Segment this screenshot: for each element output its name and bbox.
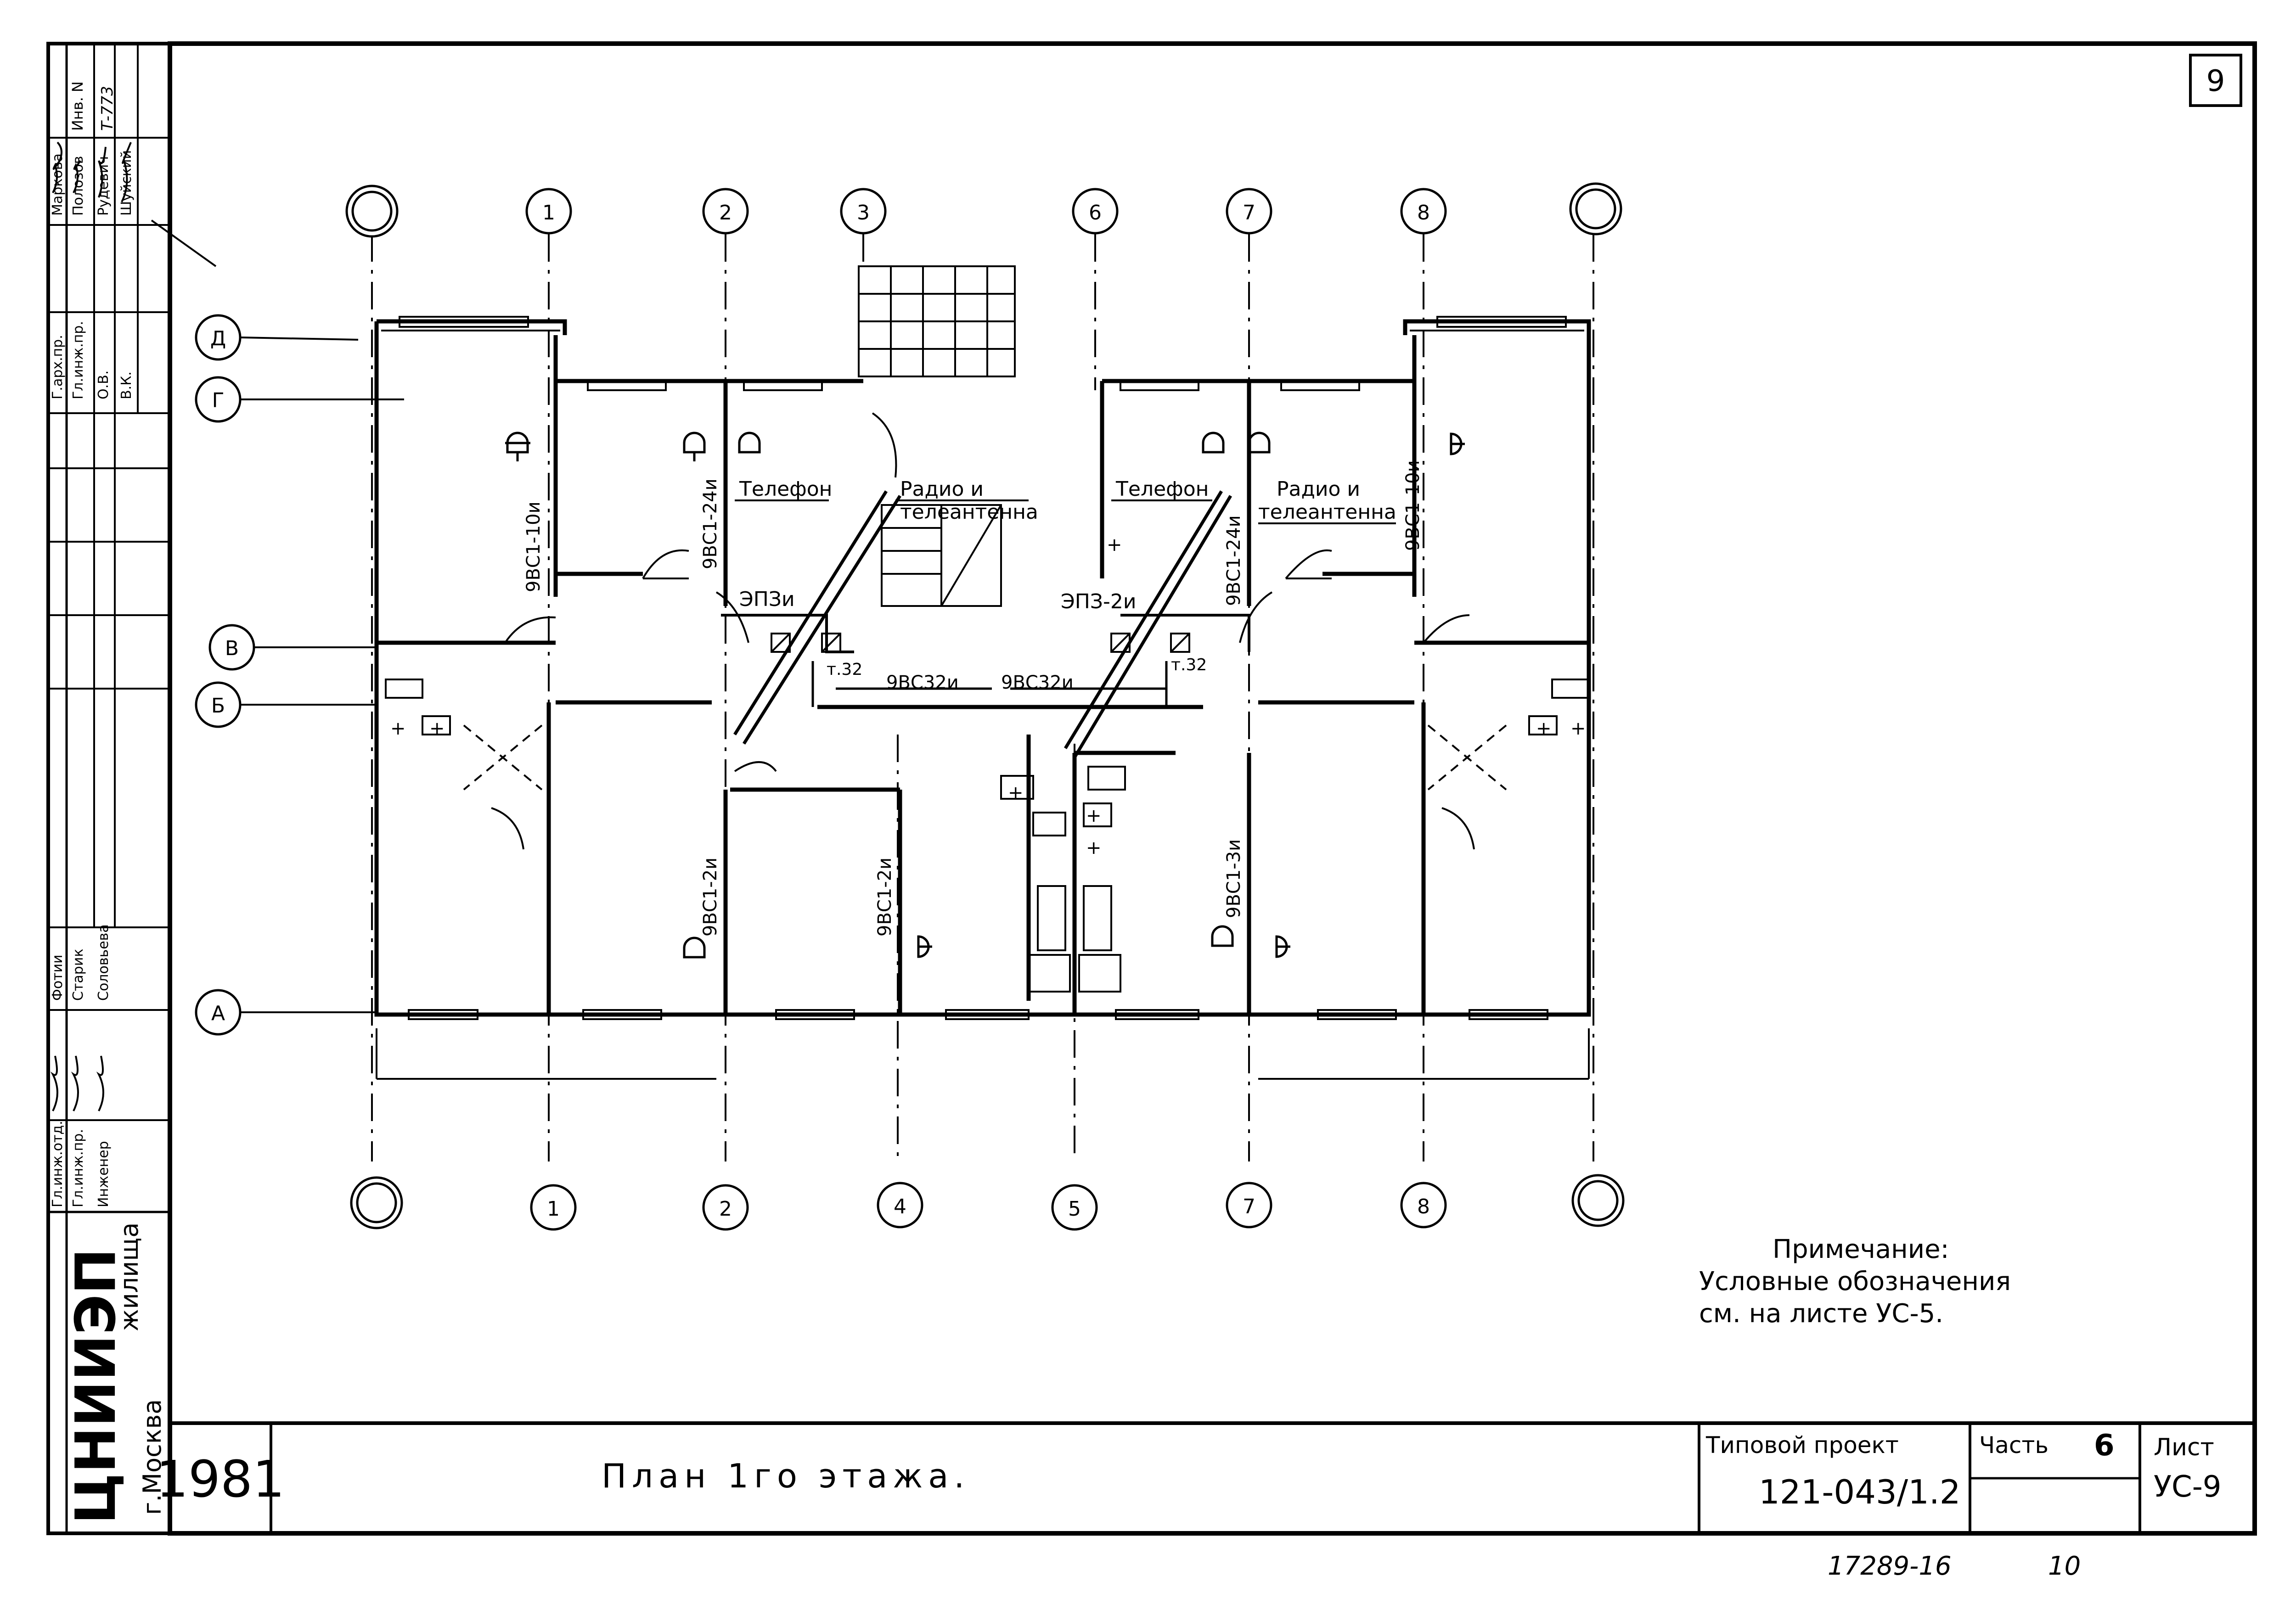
stamp-lower-name-2: Старик [70, 949, 86, 1001]
footer-page: 10 [2048, 1551, 2081, 1581]
riser-label-4: 9ВС1-2и [874, 858, 895, 937]
label-radio-right-2: телеантенна [1258, 500, 1396, 524]
t-label-left: т.32 [827, 660, 862, 679]
riser-label-2: 9ВС1-24и [700, 478, 721, 569]
left-binding-strip [46, 42, 172, 1535]
outlet-plus-2: + [429, 718, 445, 739]
axis-top-6: 6 [1089, 201, 1102, 224]
note-block: Примечание: Условные обозначения см. на … [1699, 1234, 2011, 1329]
label-radio-right-1: Радио и [1277, 477, 1360, 501]
riser-label-1: 9ВС1-10и [523, 501, 544, 592]
axis-bottom-5: 5 [1068, 1197, 1081, 1221]
sheet-number-box [2189, 54, 2242, 107]
title-block: 1981 План 1го этажа. Типовой проект 121-… [156, 1421, 2255, 1533]
stamp-lower-role-2: Гл.инж.пр. [70, 1129, 86, 1207]
stamp-role-3: О.В. [96, 370, 112, 399]
row-axis-markers: Д Г В Б А [195, 314, 404, 1036]
title-year: 1981 [156, 1450, 285, 1509]
axis-bottom-4: 4 [894, 1195, 906, 1218]
footer-number: 17289-16 [1828, 1551, 1952, 1581]
label-phone-right: Телефон [1115, 477, 1209, 501]
panel-label-right: ЭПЗ-2и [1061, 590, 1136, 613]
axis-bottom-7: 7 [1243, 1195, 1255, 1218]
line-label-left: 9ВС32и [886, 672, 959, 693]
signature-3 [98, 146, 107, 198]
sheet-number: 9 [2206, 64, 2225, 98]
part-label: Часть [1979, 1432, 2048, 1459]
signature-1 [52, 141, 62, 193]
drawing-title: План 1го этажа. [602, 1457, 970, 1495]
signature-4 [121, 142, 132, 202]
sheet-label: Лист [2154, 1434, 2214, 1461]
outlet-plus-6: + [1086, 805, 1102, 826]
stamp-org: ЦНИИЭП [64, 1248, 128, 1524]
stamp-role-4: В.К. [118, 371, 135, 399]
project-number: 121-043/1.2 [1759, 1473, 1961, 1511]
room-labels: Телефон Радио и телеантенна Телефон Ради… [523, 460, 1424, 937]
axis-bottom-1: 1 [547, 1197, 560, 1221]
axis-bottom-8: 8 [1417, 1195, 1430, 1218]
stamp-lower-role-1: Гл.инж.отд. [50, 1121, 66, 1207]
line-label-right: 9ВС32и [1001, 672, 1074, 693]
outlet-plus-7: + [1086, 837, 1102, 858]
label-radio-left-1: Радио и [900, 477, 984, 501]
axis-row-G: Г [212, 389, 225, 412]
stamp-lower-name-1: Фотии [50, 954, 66, 1001]
outlet-plus-1: + [390, 718, 406, 739]
top-axis-markers: 1 2 3 6 7 8 [345, 182, 1622, 238]
axis-top-7: 7 [1243, 201, 1255, 224]
sheet-value: УС-9 [2154, 1470, 2222, 1504]
axis-top-8: 8 [1417, 201, 1430, 224]
stamp-city: г.Москва [138, 1399, 167, 1515]
stamp-lower-name-3: Соловьева [96, 924, 112, 1001]
note-line-1: Условные обозначения [1699, 1267, 2011, 1296]
axis-top-3: 3 [857, 201, 870, 224]
stamp-inv-number: Т-773 [98, 86, 117, 131]
note-line-2: см. на листе УС-5. [1699, 1299, 1943, 1329]
stamp-lower-role-3: Инженер [96, 1141, 112, 1207]
axis-row-V: В [225, 637, 239, 660]
axis-row-D: Д [210, 327, 226, 350]
axis-top-1: 1 [542, 201, 555, 224]
stamp-inv-label: Инв. N [69, 81, 86, 131]
signature-2 [73, 160, 81, 193]
label-radio-left-2: телеантенна [900, 500, 1038, 524]
stamp-name-2: Полозов [70, 156, 86, 216]
label-phone-left: Телефон [739, 477, 832, 501]
side-stamp: Г.арх.пр. Гл.инж.пр. О.В. В.К. Маркова П… [48, 44, 217, 1533]
axis-row-B: Б [211, 694, 225, 718]
riser-label-7: 9ВС1-10и [1402, 460, 1424, 551]
note-title: Примечание: [1773, 1234, 1949, 1264]
stamp-role-1: Г.арх.пр. [50, 335, 66, 399]
riser-label-6: 9ВС1-24и [1223, 515, 1244, 606]
stamp-role-2: Гл.инж.пр. [70, 321, 86, 399]
part-value: 6 [2094, 1429, 2115, 1463]
axis-top-2: 2 [719, 201, 732, 224]
riser-routes [721, 490, 1250, 758]
outlet-symbols: + + + + + + + + [390, 432, 1586, 959]
bottom-axis-markers: 1 2 4 5 7 8 [350, 1174, 1625, 1231]
outlet-plus-4: + [1570, 718, 1586, 739]
outlet-plus-8: + [1107, 534, 1122, 555]
riser-label-3: 9ВС1-2и [700, 858, 721, 937]
stamp-org-sub: жилища [115, 1223, 144, 1331]
axis-row-A: А [211, 1002, 225, 1025]
outlet-plus-5: + [1008, 782, 1024, 803]
panel-label-left: ЭПЗи [739, 588, 795, 611]
riser-label-5: 9ВС1-3и [1223, 839, 1244, 918]
project-label: Типовой проект [1705, 1432, 1899, 1459]
floor-plan-walls [374, 265, 1591, 1080]
outlet-plus-3: + [1536, 718, 1552, 739]
axis-bottom-2: 2 [719, 1197, 732, 1221]
t-label-right: т.32 [1171, 656, 1207, 674]
stamp-name-3: Рудевич [96, 156, 112, 216]
